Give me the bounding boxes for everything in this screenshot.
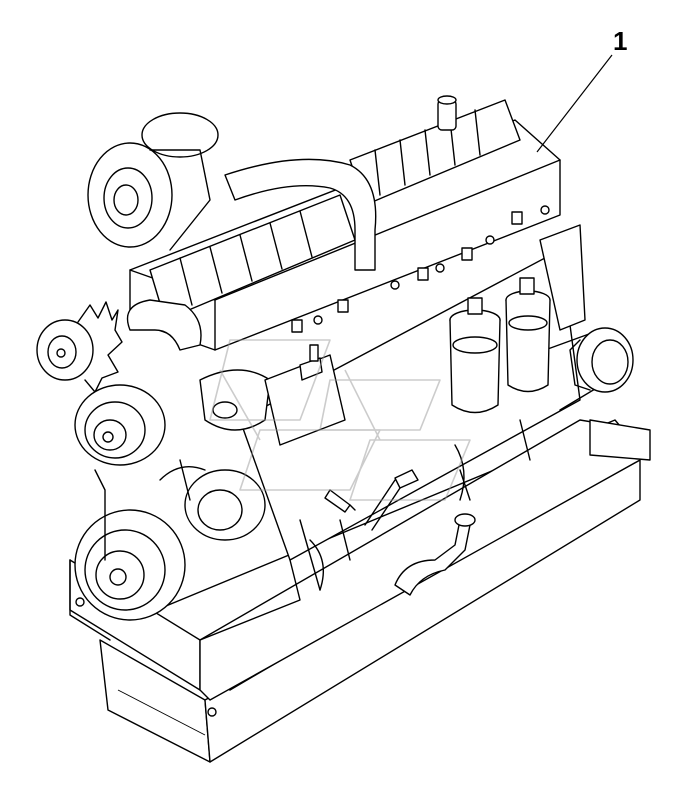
fuel-filter-1 [449, 297, 501, 414]
turbocharger [87, 112, 377, 271]
dipstick-tube [364, 469, 419, 531]
wiring-harness [394, 513, 476, 596]
water-pump [159, 466, 266, 541]
fan-pulley [74, 384, 166, 466]
callout-1: 1 [536, 26, 627, 153]
fuel-filter-2 [505, 277, 551, 393]
thermostat-housing [264, 344, 346, 446]
intake-manifold [349, 95, 521, 206]
timing-cover [69, 459, 217, 717]
watermark [209, 339, 471, 501]
crankshaft-pulley [74, 509, 186, 621]
oil-filter [569, 327, 634, 393]
leader-line [536, 54, 613, 153]
callout-label: 1 [613, 26, 627, 56]
alternator [36, 301, 123, 393]
oil-pressure-sensor [324, 489, 356, 513]
